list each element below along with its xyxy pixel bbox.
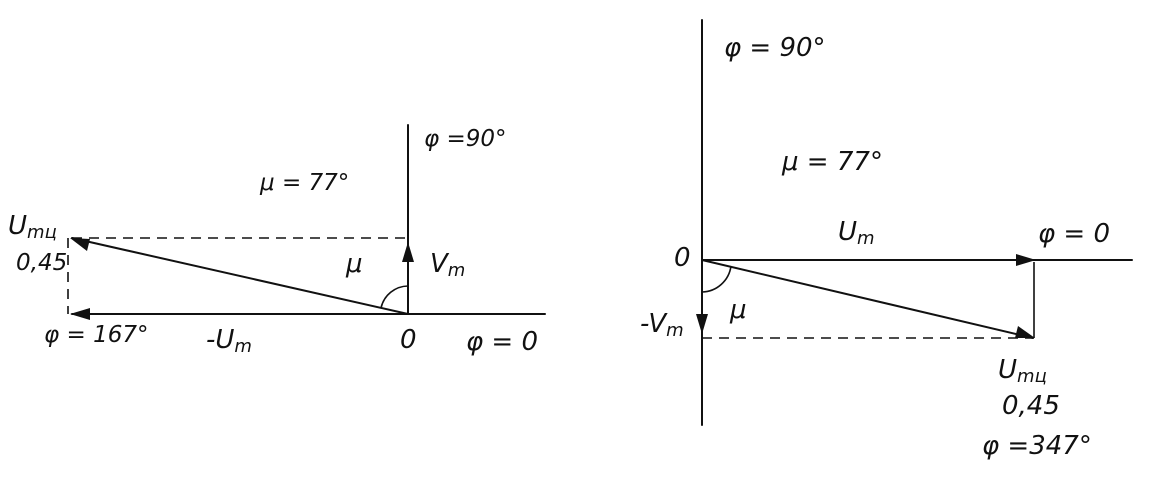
right-label-umc-main: U <box>998 355 1017 385</box>
left-label-vm: Vm <box>430 249 465 281</box>
right-label-umc-value: 0,45 <box>1002 391 1060 421</box>
left-label-vm-main: V <box>430 249 450 279</box>
left-label-origin: 0 <box>400 325 417 355</box>
right-label-umc: Umц <box>998 355 1047 387</box>
left-label-umc-sub: mц <box>27 222 57 243</box>
right-label-phi-0: φ = 0 <box>1038 219 1110 249</box>
left-diagram: φ =90° μ = 77° Umц 0,45 Vm μ φ = 167° -U… <box>8 124 546 357</box>
right-label-phi-90: φ = 90° <box>724 33 826 63</box>
left-angle-arc-mu <box>380 285 409 309</box>
left-label-mu-angle: μ <box>345 249 363 279</box>
left-label-umc: Umц <box>8 211 57 243</box>
right-arrowhead-neg-vm <box>696 314 708 334</box>
right-label-neg-vm: -Vm <box>640 309 684 341</box>
left-label-neg-um-sub: m <box>234 336 252 357</box>
left-label-neg-um: -Um <box>206 325 252 357</box>
right-label-origin: 0 <box>674 243 691 273</box>
left-arrowhead-vm <box>402 242 414 262</box>
left-arrowhead-umc <box>70 238 90 251</box>
right-label-mu-value: μ = 77° <box>781 147 883 177</box>
left-label-umc-main: U <box>8 211 27 241</box>
right-label-umc-sub: mц <box>1017 366 1047 387</box>
right-label-um: Um <box>838 217 875 249</box>
left-label-phi-0: φ = 0 <box>466 327 538 357</box>
right-label-neg-vm-main: -V <box>640 309 668 339</box>
left-label-phi-167: φ = 167° <box>44 322 148 348</box>
right-label-phi-347: φ =347° <box>982 431 1092 461</box>
right-diagram: φ = 90° μ = 77° Um φ = 0 0 -Vm μ Umц 0,4… <box>640 19 1133 461</box>
left-label-mu-value: μ = 77° <box>259 170 349 196</box>
left-label-neg-um-main: -U <box>206 325 234 355</box>
right-label-um-main: U <box>838 217 857 247</box>
left-label-vm-sub: m <box>448 260 466 281</box>
left-label-umc-value: 0,45 <box>16 250 67 276</box>
right-label-neg-vm-sub: m <box>666 320 684 341</box>
left-vector-umc <box>71 237 409 315</box>
right-vector-umc <box>701 259 1034 339</box>
right-arrowhead-umc <box>1015 326 1035 338</box>
right-label-mu-angle: μ <box>729 295 747 325</box>
right-arrowhead-um <box>1016 254 1036 266</box>
left-label-phi-90: φ =90° <box>424 126 507 152</box>
left-arrowhead-neg-um <box>70 308 90 320</box>
right-label-um-sub: m <box>857 228 875 249</box>
right-angle-arc-mu <box>701 265 732 293</box>
